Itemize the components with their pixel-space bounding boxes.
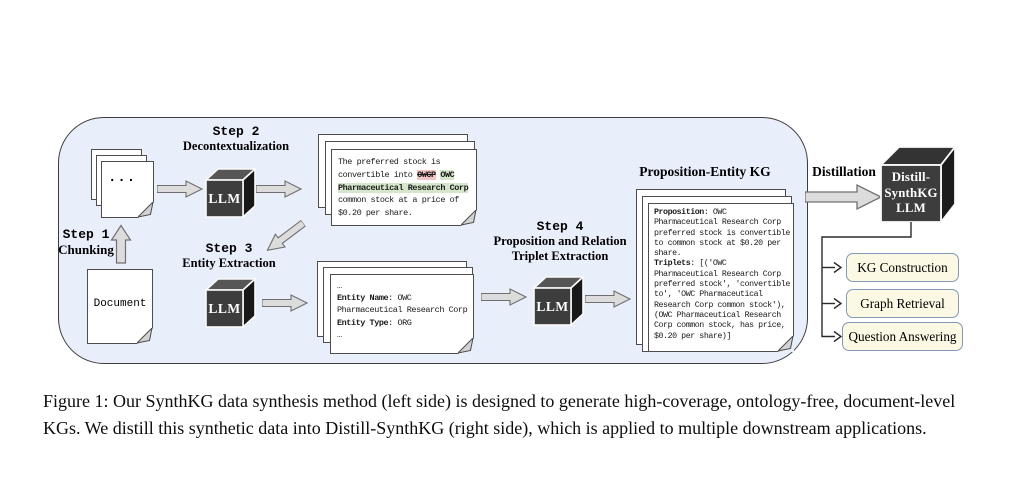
cube-icon	[203, 277, 258, 329]
chunk-page-front: ...	[101, 161, 154, 218]
distillation-label: Distillation	[812, 164, 876, 179]
llm-cube-step4: LLM	[530, 274, 586, 327]
dog-ear-icon	[138, 202, 154, 218]
step4-name-line2: Triplet Extraction	[511, 249, 609, 263]
arrow-diagonal-icon	[266, 219, 307, 251]
app-box-label: Question Answering	[848, 328, 957, 344]
step3-label: Step 3	[205, 241, 253, 256]
step3-name: Entity Extraction	[182, 256, 276, 270]
dog-ear-icon	[458, 338, 474, 354]
arrowhead-icon	[833, 330, 843, 343]
connector-lines	[821, 222, 912, 343]
distillation-arrow-icon	[805, 183, 883, 211]
step2-label: Step 2	[212, 124, 260, 139]
document-page: Document	[87, 269, 153, 344]
step3-labels: Step 3 Entity Extraction	[159, 241, 299, 271]
arrow-up-icon	[110, 224, 132, 264]
app-box-label: Graph Retrieval	[860, 295, 945, 311]
distill-cube-label: Distill- SynthKG LLM	[884, 170, 938, 215]
llm-cube-step3: LLM	[202, 276, 258, 329]
llm-cube-label: LLM	[208, 190, 241, 206]
dog-ear-icon	[137, 328, 153, 344]
entity-card: …Entity Name: OWC Pharmaceutical Researc…	[330, 274, 474, 354]
kg-card: Proposition: OWC Pharmaceutical Research…	[648, 203, 794, 352]
arrow-right-icon	[157, 180, 203, 198]
decontextualization-card: The preferred stock is convertible into …	[331, 149, 477, 226]
arrowhead-icon	[833, 261, 843, 274]
app-box-label: KG Construction	[857, 259, 948, 275]
arrow-right-icon	[585, 290, 631, 308]
chunk-ellipsis: ...	[108, 170, 137, 186]
llm-cube-label: LLM	[208, 300, 241, 316]
dog-ear-icon	[461, 210, 477, 226]
step1-labels: Step 1 Chunking	[36, 227, 136, 257]
arrowhead-icon	[833, 297, 843, 310]
arrow-right-icon	[481, 288, 527, 306]
kg-card-text: Proposition: OWC Pharmaceutical Research…	[654, 208, 790, 341]
llm-cube-label: LLM	[536, 298, 569, 314]
figure-caption: Figure 1: Our SynthKG data synthesis met…	[43, 391, 956, 438]
cube-icon	[531, 275, 586, 327]
step1-name: Chunking	[58, 242, 114, 257]
app-box-kg-construction: KG Construction	[846, 253, 959, 282]
decontextualization-card-text: The preferred stock is convertible into …	[338, 157, 469, 219]
arrow-right-icon	[256, 180, 302, 198]
distill-synthkg-cube: Distill- SynthKG LLM	[878, 143, 960, 225]
step2-name: Decontextualization	[182, 139, 290, 153]
llm-cube-step2: LLM	[202, 166, 258, 219]
cube-icon	[203, 167, 258, 219]
arrow-right-icon	[262, 294, 308, 312]
cube-icon	[878, 144, 957, 225]
app-box-question-answering: Question Answering	[842, 322, 963, 351]
step4-labels: Step 4 Proposition and Relation Triplet …	[470, 219, 650, 264]
entity-card-text: …Entity Name: OWC Pharmaceutical Researc…	[337, 281, 468, 340]
dog-ear-icon	[778, 336, 794, 352]
document-label: Document	[93, 298, 147, 310]
kg-title: Proposition-Entity KG	[639, 164, 771, 179]
step4-label: Step 4	[536, 219, 584, 234]
step4-name-line1: Proposition and Relation	[493, 234, 627, 248]
app-box-graph-retrieval: Graph Retrieval	[846, 289, 959, 318]
step2-labels: Step 2 Decontextualization	[166, 124, 306, 154]
step1-label: Step 1	[62, 227, 110, 242]
